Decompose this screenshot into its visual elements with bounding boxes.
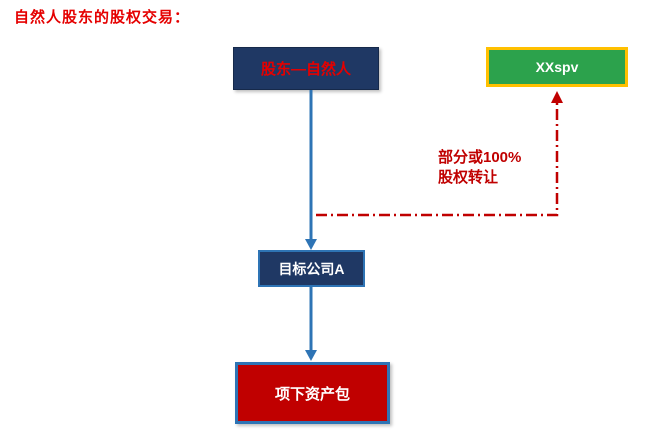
- node-target-company-a-label: 目标公司A: [278, 260, 345, 277]
- node-target-company-a[interactable]: 目标公司A: [258, 250, 365, 287]
- arrowhead-shareholder-to-target: [305, 239, 317, 250]
- node-shareholder-label: 股东—自然人: [260, 61, 351, 78]
- node-xxspv-label: XXspv: [535, 59, 579, 75]
- diagram-title: 自然人股东的股权交易：: [14, 9, 191, 26]
- transfer-annotation: 部分或100% 股权转让: [438, 148, 521, 189]
- transfer-annotation-line1: 部分或100%: [438, 149, 522, 166]
- node-asset-package-label: 项下资产包: [274, 385, 350, 403]
- node-xxspv[interactable]: XXspv: [486, 47, 628, 87]
- node-asset-package[interactable]: 项下资产包: [235, 362, 390, 424]
- arrowhead-transfer-to-spv: [551, 91, 563, 103]
- transfer-annotation-line2: 股权转让: [438, 169, 499, 187]
- arrowhead-target-to-asset: [305, 350, 317, 361]
- node-shareholder-natural-person[interactable]: 股东—自然人: [233, 47, 379, 90]
